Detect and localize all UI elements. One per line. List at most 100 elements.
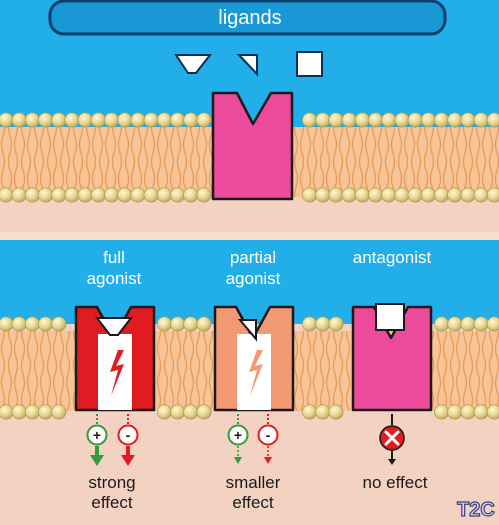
lipid-head (143, 112, 159, 128)
partial-agonist-effects: + - (227, 414, 279, 464)
lipid-head (77, 112, 93, 128)
lipid-head (156, 187, 172, 203)
plus-icon (86, 424, 108, 446)
minus-sign: - (126, 427, 131, 443)
lipid-head (38, 316, 54, 332)
lipid-head (473, 187, 489, 203)
lipid-head (90, 112, 106, 128)
lipid-head (170, 187, 186, 203)
plus-icon (227, 424, 249, 446)
lipid-head (51, 112, 67, 128)
lipid-head (183, 316, 199, 332)
lipid-head (170, 112, 186, 128)
lipid-head (394, 112, 410, 128)
lipid-head (407, 187, 423, 203)
lipid-head (328, 316, 344, 332)
lipid-head (315, 112, 331, 128)
lipid-head (196, 112, 212, 128)
lipid-head (447, 187, 463, 203)
lipid-head (328, 404, 344, 420)
lipid-head (77, 187, 93, 203)
full-agonist-bound-ligand-icon (94, 317, 134, 336)
lipid-head (302, 112, 318, 128)
lipid-head (130, 112, 146, 128)
lipid-head (473, 112, 489, 128)
partial-agonist-lightning-icon (249, 350, 263, 396)
lipid-head (302, 187, 318, 203)
lipid-head (434, 187, 450, 203)
minus-icon (257, 424, 279, 446)
full-agonist-receptor (74, 305, 156, 412)
partial-agonist-bound-ligand-icon (237, 319, 257, 342)
antagonist-ligand-icon (296, 51, 323, 77)
lipid-head (11, 404, 27, 420)
lipid-head (130, 187, 146, 203)
lipid-head (368, 112, 384, 128)
title-pill (48, 0, 447, 36)
lipid-head (302, 404, 318, 420)
plus-sign: + (234, 427, 242, 443)
lipid-head (315, 187, 331, 203)
minus-icon (117, 424, 139, 446)
lipid-head (0, 112, 14, 128)
lipid-head (486, 187, 499, 203)
partial-agonist-ligand-icon (236, 54, 258, 77)
lipid-head (434, 316, 450, 332)
lipid-head (460, 112, 476, 128)
lipid-head (117, 187, 133, 203)
lipid-head (434, 112, 450, 128)
lipid-head (341, 112, 357, 128)
full-agonist-label-line1: full (103, 248, 125, 267)
full-agonist-lightning-icon (110, 350, 124, 396)
lipid-head (460, 316, 476, 332)
full-agonist-ligand-icon (174, 54, 213, 74)
antagonist-effect (379, 414, 405, 465)
lipid-head (11, 316, 27, 332)
full-agonist-effects: + - (86, 414, 139, 466)
full-agonist-effect-line2: effect (91, 493, 133, 512)
antagonist-effect-label: no effect (363, 473, 428, 492)
lipid-head (196, 316, 212, 332)
lipid-head (104, 112, 120, 128)
lipid-head (460, 404, 476, 420)
lipid-head (90, 187, 106, 203)
lipid-head (460, 187, 476, 203)
lipid-head (420, 187, 436, 203)
lipid-head (315, 316, 331, 332)
lipid-head (486, 112, 499, 128)
weak-up-arrow-icon (234, 457, 242, 464)
lipid-head (183, 404, 199, 420)
lipid-head (117, 112, 133, 128)
lipid-head (24, 404, 40, 420)
lipid-head (420, 112, 436, 128)
lipid-head (447, 316, 463, 332)
lipid-head (143, 187, 159, 203)
lipid-head (341, 187, 357, 203)
lipid-head (64, 187, 80, 203)
lipid-head (315, 404, 331, 420)
lipid-head (447, 112, 463, 128)
lipid-head (156, 112, 172, 128)
t2c-logo: T2C (457, 498, 496, 521)
receptor-top (211, 91, 294, 201)
lipid-head (0, 187, 14, 203)
lipid-head (394, 187, 410, 203)
lipid-head (486, 316, 499, 332)
lipid-head (38, 112, 54, 128)
lipid-head (302, 316, 318, 332)
title: ligands (218, 7, 281, 29)
panel-divider (0, 232, 499, 240)
strong-up-arrow-icon (90, 455, 104, 466)
lipid-head (11, 187, 27, 203)
lipid-head (183, 187, 199, 203)
antagonist-label: antagonist (353, 248, 432, 267)
lipid-head (328, 187, 344, 203)
lipid-head (196, 187, 212, 203)
lipid-head (0, 316, 14, 332)
lipid-head (354, 187, 370, 203)
lipid-head (156, 404, 172, 420)
lipid-head (104, 187, 120, 203)
lipid-head (486, 404, 499, 420)
